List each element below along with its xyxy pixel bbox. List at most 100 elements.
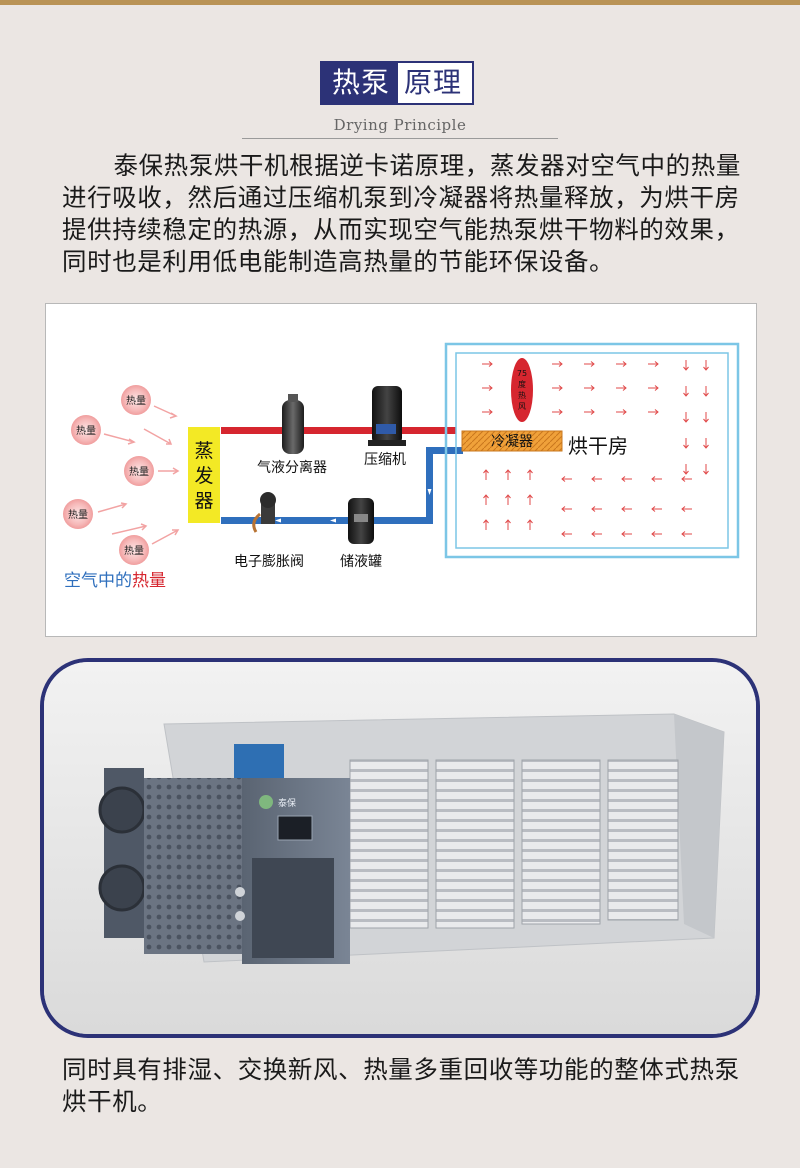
airflow-arrow	[681, 476, 692, 482]
airflow-arrow	[703, 360, 709, 371]
bottom-paragraph: 同时具有排湿、交换新风、热量多重回收等功能的整体式热泵烘干机。	[62, 1055, 740, 1116]
heat-flow-arrows	[97, 405, 180, 545]
airflow-arrow	[483, 519, 489, 530]
condenser	[461, 430, 563, 452]
airflow-arrow	[703, 464, 709, 475]
evaporator-label-char-3: 器	[194, 490, 213, 512]
airflow-arrow	[616, 361, 627, 367]
airflow-arrow	[621, 531, 632, 537]
compressor-label: 压缩机	[364, 452, 406, 468]
tray-trolley	[607, 759, 679, 921]
heat-pump-dryer-illustration: 泰保	[44, 662, 756, 1034]
heat-pump-diagram: 热量 热量 热量 热量 热量 蒸 发 器	[45, 303, 757, 637]
airflow-arrow	[683, 464, 689, 475]
airflow-arrow	[561, 506, 572, 512]
airflow-arrow	[483, 469, 489, 480]
control-screen	[277, 815, 313, 841]
tray-trolley	[521, 759, 601, 925]
unit-lower-grille	[252, 858, 334, 958]
airflow-arrow	[482, 385, 493, 391]
airflow-arrow	[616, 409, 627, 415]
svg-text:热量: 热量	[126, 394, 146, 407]
brand-logo-text: 泰保	[278, 797, 296, 809]
airflow-arrow	[621, 476, 632, 482]
airflow-arrow	[648, 385, 659, 391]
intro-paragraph: 泰保热泵烘干机根据逆卡诺原理，蒸发器对空气中的热量进行吸收，然后通过压缩机泵到冷…	[62, 151, 741, 276]
pipe-port-icon	[235, 911, 245, 921]
airflow-arrow	[616, 385, 627, 391]
airflow-arrow	[683, 360, 689, 371]
svg-text:热量: 热量	[129, 465, 149, 478]
airflow-arrow	[505, 494, 511, 505]
airflow-arrow	[482, 361, 493, 367]
pipe-port-icon	[235, 887, 245, 897]
tray-trolley	[349, 759, 429, 929]
drying-room-side	[674, 714, 724, 938]
drying-room-outer	[444, 342, 740, 559]
airflow-arrow	[505, 519, 511, 530]
svg-text:热量: 热量	[124, 544, 144, 557]
airflow-arrow	[651, 506, 662, 512]
svg-text:热量: 热量	[76, 424, 96, 437]
divider-line	[242, 138, 558, 139]
expansion-valve-icon	[252, 492, 276, 533]
hot-gas-pipe	[221, 427, 456, 434]
liquid-riser-pipe	[426, 447, 433, 524]
airflow-arrow	[561, 531, 572, 537]
airflow-arrow	[591, 476, 602, 482]
unit-grille	[144, 778, 242, 954]
airflow-arrow	[584, 385, 595, 391]
heat-bubble: 热量	[121, 385, 151, 415]
heat-bubble: 热量	[124, 456, 154, 486]
fan-icon	[98, 786, 146, 834]
hot-air-ellipse	[511, 358, 533, 422]
brand-logo-icon	[259, 795, 273, 809]
airflow-arrow	[651, 476, 662, 482]
air-heat-label: 空气中的热量	[64, 571, 166, 591]
airflow-arrow	[527, 519, 533, 530]
evaporator	[188, 427, 220, 523]
drying-room-inner	[455, 352, 729, 549]
airflow-arrow	[552, 409, 563, 415]
airflow-arrow	[505, 469, 511, 480]
gas-liquid-separator-icon	[282, 394, 304, 454]
airflow-arrow	[552, 361, 563, 367]
fan-icon	[98, 864, 146, 912]
heat-bubble: 热量	[119, 535, 149, 565]
liquid-pipe	[221, 517, 431, 524]
liquid-return-pipe	[426, 447, 463, 454]
airflow-arrow	[681, 531, 692, 537]
expansion-valve-label: 电子膨胀阀	[234, 553, 304, 570]
airflow-arrow	[683, 386, 689, 397]
airflow-arrow	[703, 386, 709, 397]
airflow-arrow	[648, 361, 659, 367]
title-part-2: 原理	[398, 63, 473, 103]
airflow-arrow	[703, 438, 709, 449]
airflow-arrow	[483, 494, 489, 505]
condenser-label: 冷凝器	[491, 434, 533, 450]
airflow-arrow	[527, 494, 533, 505]
airflow-arrow	[621, 506, 632, 512]
title-part-1: 热泵	[322, 63, 399, 103]
evaporator-label-char-1: 蒸	[194, 440, 213, 462]
heat-bubble: 热量	[63, 499, 93, 529]
airflow-arrow	[552, 385, 563, 391]
airflow-arrow	[591, 531, 602, 537]
drying-room-label: 烘干房	[568, 434, 628, 458]
heat-bubble: 热量	[71, 415, 101, 445]
airflow-arrow	[561, 476, 572, 482]
receiver-tank-icon	[348, 498, 374, 544]
unit-top-fan	[234, 744, 284, 778]
airflow-arrow	[591, 506, 602, 512]
airflow-arrow	[584, 409, 595, 415]
product-photo: 泰保	[40, 658, 760, 1038]
airflow-arrow	[683, 412, 689, 423]
svg-text:热量: 热量	[68, 508, 88, 521]
receiver-label: 储液罐	[340, 554, 382, 570]
airflow-arrow	[482, 409, 493, 415]
drying-room-airflow-arrows	[482, 360, 709, 537]
tray-trolley	[435, 759, 515, 929]
section-subtitle: Drying Principle	[333, 116, 467, 134]
section-title: 热泵 原理	[320, 61, 475, 105]
